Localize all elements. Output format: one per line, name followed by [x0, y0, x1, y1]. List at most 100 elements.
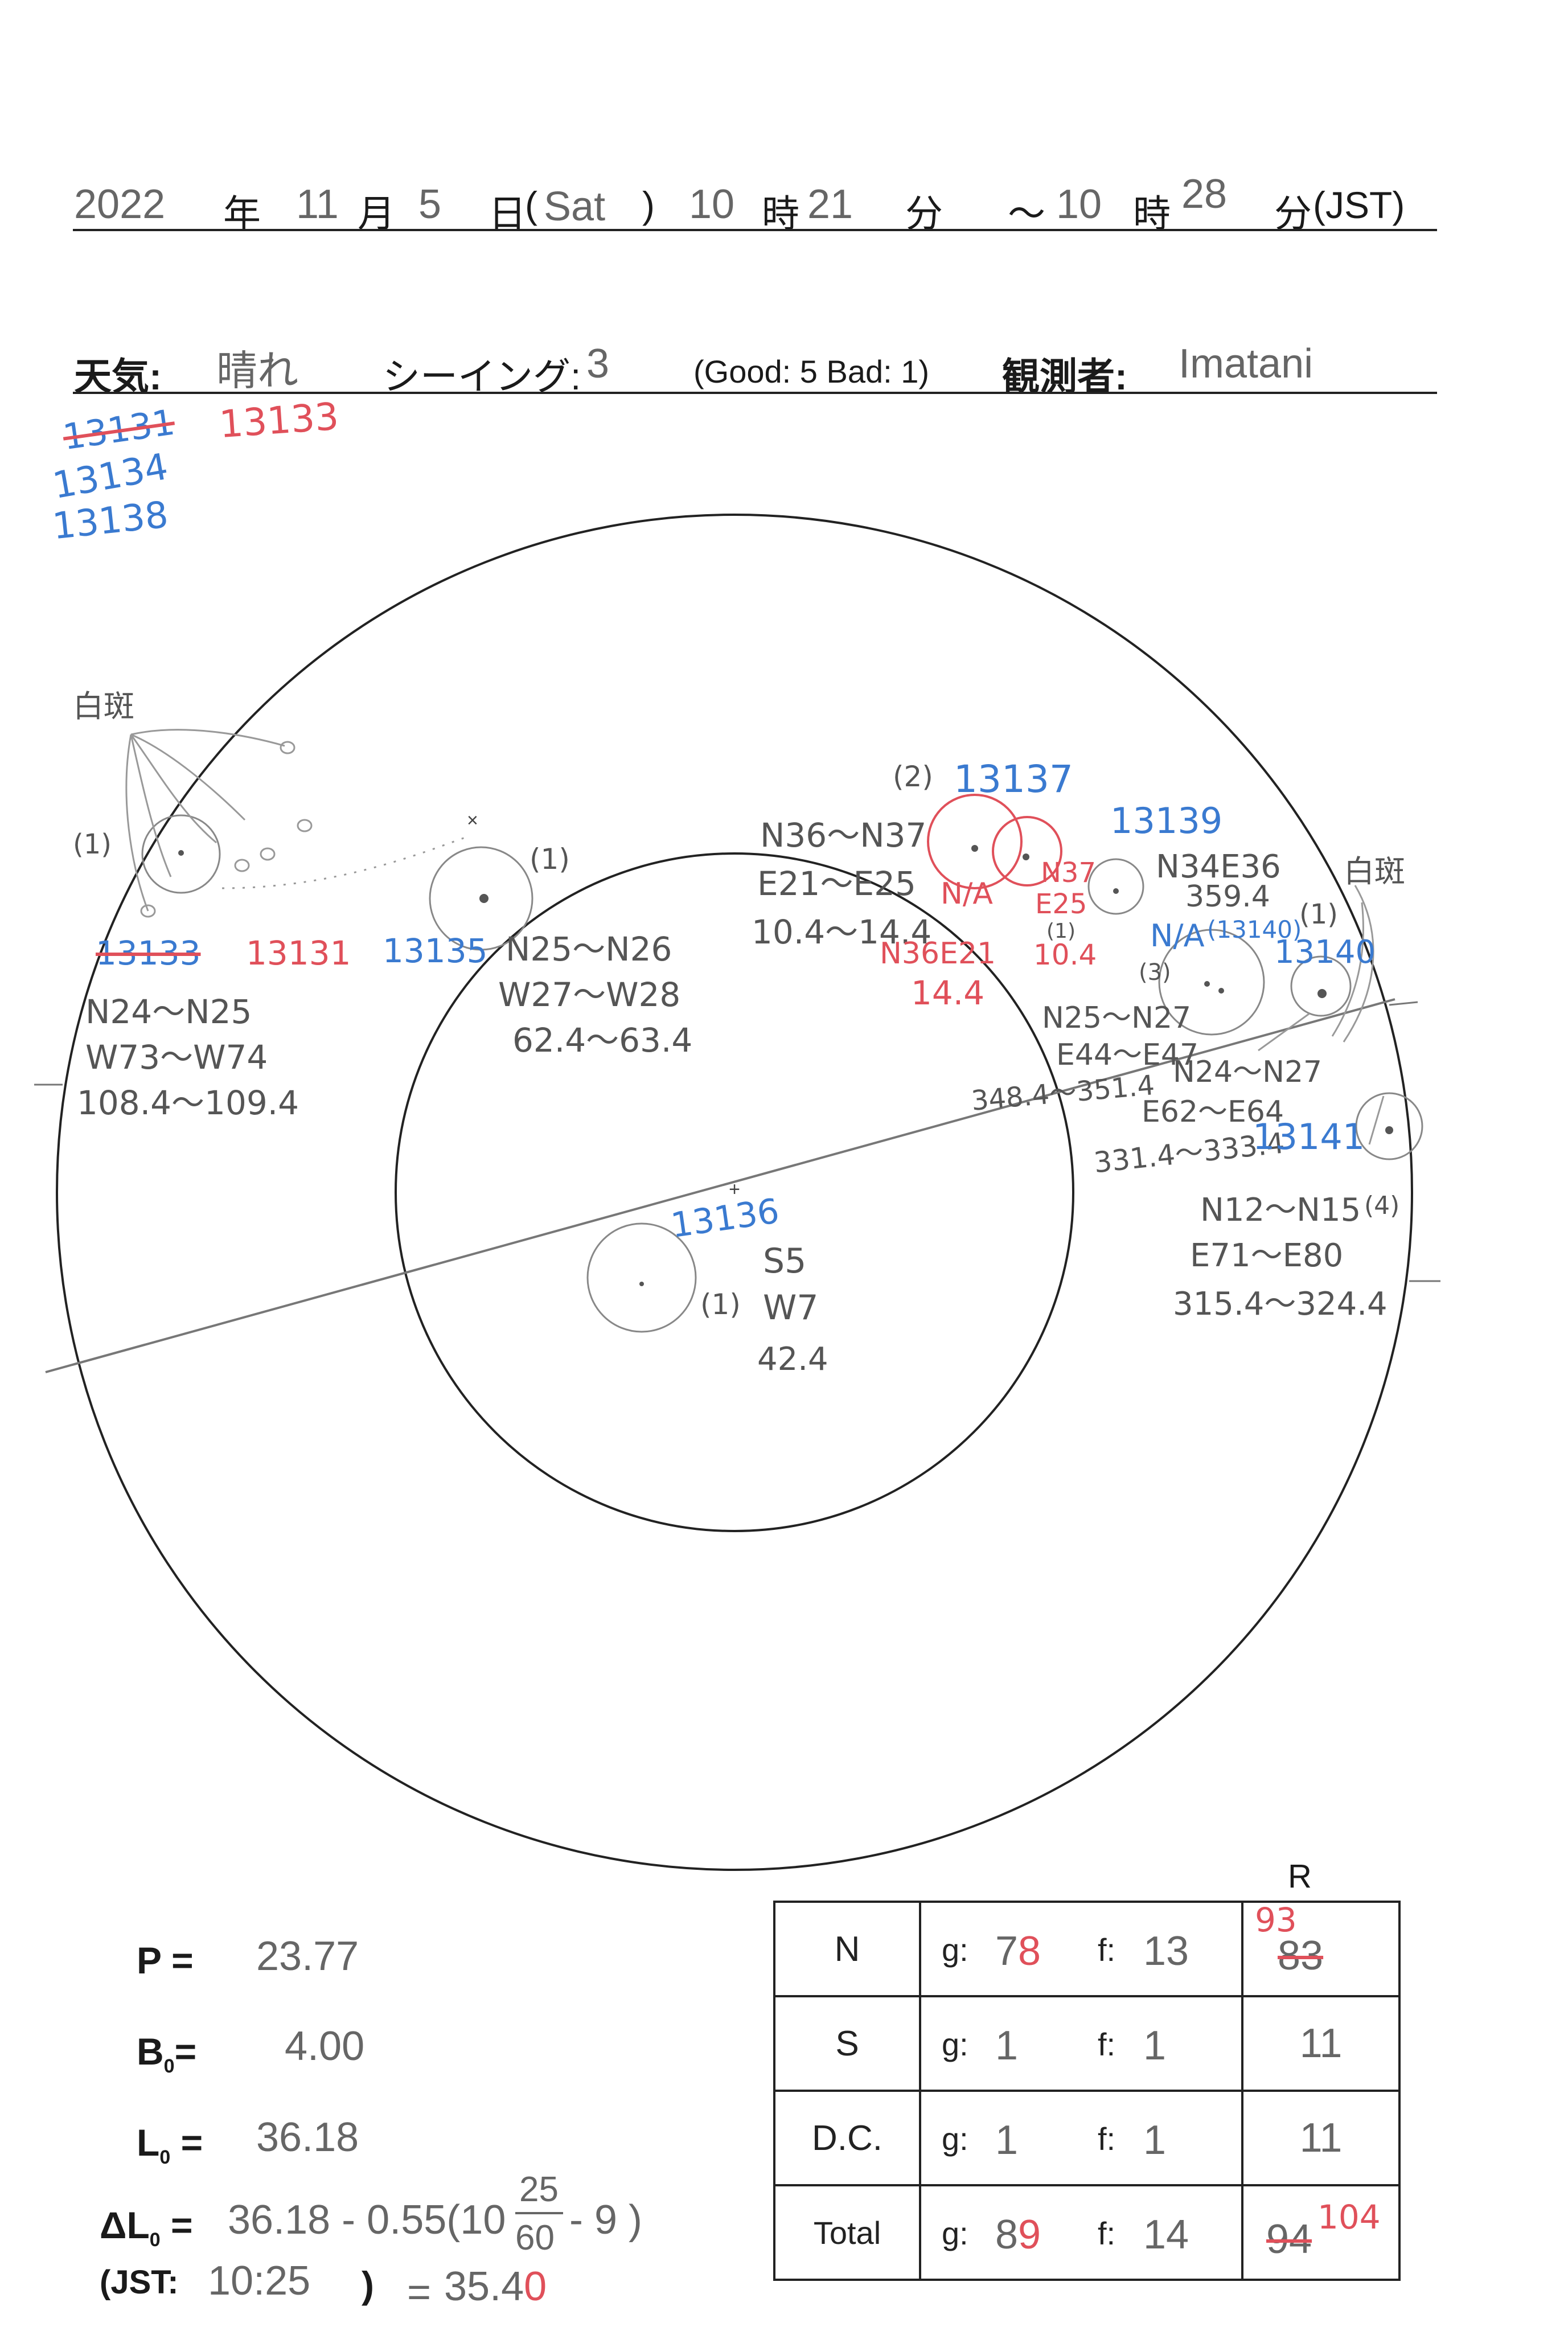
b0-value: 4.00	[285, 2024, 365, 2069]
g-label: g:	[942, 1932, 968, 1968]
l0-value: 36.18	[256, 2115, 359, 2160]
table-row: Total g: 89 f: 14 94 104	[773, 2184, 1401, 2281]
spot-range: 359.4	[1185, 880, 1270, 914]
facula-label-right: 白斑	[1344, 853, 1405, 889]
dl0-expr-pre: 36.18 - 0.55(10	[228, 2197, 506, 2243]
f-label: f:	[1098, 1932, 1116, 1968]
r-new: 93	[1255, 1901, 1297, 1939]
region-blue: 13140	[1274, 934, 1376, 971]
row-label: D.C.	[773, 2090, 921, 2186]
spot-count: (1)	[1299, 898, 1338, 930]
g-label: g:	[942, 2215, 968, 2251]
f-value: 1	[1143, 2023, 1167, 2069]
header-rule-2	[73, 392, 1437, 394]
day-unit: 日	[489, 192, 526, 235]
spot-range: 108.4～109.4	[77, 1084, 299, 1122]
spot-longitude: W27～W28	[498, 975, 681, 1014]
spot-latitude: N12～N15	[1200, 1192, 1361, 1229]
seeing-value: 3	[586, 341, 610, 387]
gf-cell: g: 1 f: 1	[919, 2090, 1243, 2186]
facula-blob	[297, 819, 313, 832]
p-label: P =	[137, 1939, 194, 1981]
na-red: N/A	[941, 877, 993, 911]
region-red: N36E21	[880, 937, 996, 971]
seeing-label: シーイング:	[383, 355, 581, 397]
spot-count: (3)	[1139, 959, 1171, 986]
spot-count: (1)	[700, 1288, 741, 1321]
spot-range: 42.4	[757, 1341, 828, 1378]
facula-blob	[260, 847, 276, 861]
weather-value: 晴れ	[216, 348, 299, 394]
jst-label: (JST:	[100, 2264, 179, 2301]
facula-strand	[130, 733, 246, 821]
end-hour: 10	[1056, 182, 1102, 227]
spot-count: (1)	[73, 828, 112, 860]
spot-umbra	[1204, 981, 1210, 987]
g-value: 78	[995, 1928, 1041, 1974]
row-label: Total	[773, 2184, 921, 2281]
spot-longitude: W7	[763, 1288, 819, 1328]
spot-latitude: N34E36	[1156, 848, 1281, 885]
spot-longitude: E25	[1035, 888, 1087, 920]
timezone: (JST)	[1313, 184, 1405, 226]
spot-ring	[1087, 858, 1144, 915]
facula-strand	[125, 734, 149, 912]
facula-blob	[280, 741, 295, 754]
spot-umbra	[178, 850, 184, 856]
spot-ring	[1158, 929, 1265, 1036]
region-struck: 13133	[96, 934, 201, 972]
spot-longitude: E71～E80	[1190, 1237, 1344, 1274]
year-unit: 年	[223, 192, 261, 235]
tilde: ～	[1008, 192, 1045, 235]
spot-longitude: W73～W74	[85, 1038, 268, 1077]
inner-circle	[395, 852, 1074, 1532]
spot-longitude: E21～E25	[757, 864, 916, 903]
spot-count: (2)	[893, 760, 933, 793]
spot-longitude: E62～E64	[1142, 1095, 1284, 1129]
table-row: N g: 78 f: 13 93 83	[773, 1901, 1401, 1997]
day-value: 5	[418, 182, 442, 227]
g-label: g:	[942, 2121, 968, 2157]
end-hour-unit: 時	[1133, 192, 1171, 235]
spot-umbra	[1023, 853, 1029, 860]
r-cell: 11	[1241, 2090, 1401, 2186]
header-rule-1	[73, 229, 1437, 231]
spot-ring-red	[992, 816, 1062, 887]
dl0-expr-post: - 9 )	[569, 2197, 643, 2243]
gf-cell: g: 89 f: 14	[919, 2184, 1243, 2281]
spot-umbra	[1218, 988, 1224, 994]
spot-latitude: N36～N37	[760, 816, 927, 855]
l0-label: L0 =	[137, 2121, 203, 2169]
g-label: g:	[942, 2026, 968, 2062]
f-label: f:	[1098, 2026, 1116, 2062]
facula-strand	[130, 734, 217, 844]
outer-disk-circle	[56, 514, 1413, 1871]
r-old: 83	[1278, 1933, 1324, 1979]
spot-range: 10.4	[1033, 938, 1097, 971]
spot-range: 62.4～63.4	[512, 1021, 693, 1060]
spot-latitude: N25～N27	[1042, 1001, 1192, 1035]
start-min: 21	[807, 182, 853, 227]
g-value: 1	[995, 2023, 1019, 2069]
region-blue: 13135	[383, 931, 488, 970]
spot-umbra	[1385, 1126, 1393, 1134]
fraction-bar	[515, 2212, 563, 2214]
b0-label: B0=	[137, 2030, 197, 2078]
end-min-unit: 分	[1274, 192, 1312, 235]
facula-strand	[130, 729, 285, 747]
spot-latitude: N24～N27	[1173, 1055, 1323, 1089]
region-blue: 13137	[954, 757, 1073, 801]
spot-latitude: N25～N26	[506, 930, 672, 968]
start-hour: 10	[689, 182, 735, 227]
table-row: D.C. g: 1 f: 1 11	[773, 2090, 1401, 2186]
spot-ring	[1290, 955, 1352, 1017]
year-value: 2022	[74, 182, 166, 227]
p-value: 23.77	[256, 1934, 359, 1979]
small-x-mark: ×	[467, 810, 478, 831]
spot-ring	[141, 814, 221, 894]
facula-strand	[130, 734, 172, 877]
g-value: 1	[995, 2117, 1019, 2163]
r-value: 11	[1299, 2115, 1343, 2161]
spot-ring	[586, 1222, 697, 1333]
spot-umbra	[1317, 989, 1327, 998]
